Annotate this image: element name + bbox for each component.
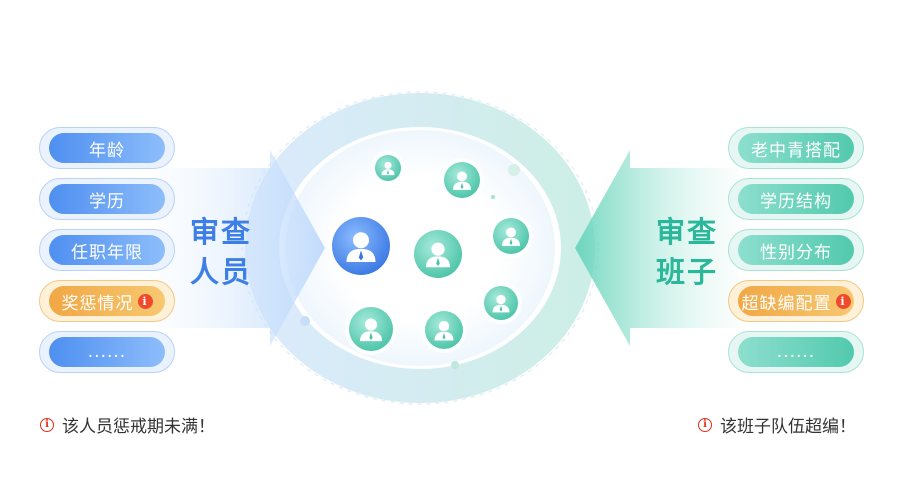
person-avatar-icon xyxy=(480,282,522,324)
person-avatar-icon xyxy=(440,158,484,202)
warning-icon: i xyxy=(138,294,153,309)
review-person-title-line2: 人员 xyxy=(190,252,252,292)
person-notice-text: 该人员惩戒期未满！ xyxy=(62,412,215,437)
person-criteria-item[interactable]: 奖惩情况 i xyxy=(39,280,175,322)
team-criteria-item[interactable]: 学历结构 xyxy=(728,178,864,220)
person-notice: i 该人员惩戒期未满！ xyxy=(40,412,215,437)
criteria-label: 学历 xyxy=(89,187,125,212)
criteria-pill[interactable]: 年龄 xyxy=(49,133,165,163)
criteria-label: 年龄 xyxy=(89,136,125,161)
review-person-title: 审查 人员 xyxy=(190,212,252,292)
criteria-pill[interactable]: ...... xyxy=(49,337,165,367)
person-avatar-icon xyxy=(328,213,394,279)
warning-icon: i xyxy=(40,418,54,432)
criteria-label: ...... xyxy=(777,342,815,362)
team-notice: i 该班子队伍超编！ xyxy=(698,412,856,437)
review-team-title-line1: 审查 xyxy=(656,212,718,252)
criteria-label: 学历结构 xyxy=(760,187,832,212)
team-notice-text: 该班子队伍超编！ xyxy=(720,412,856,437)
criteria-pill[interactable]: 奖惩情况 i xyxy=(49,286,165,316)
criteria-pill[interactable]: ...... xyxy=(738,337,854,367)
person-criteria-item[interactable]: 任职年限 xyxy=(39,229,175,271)
criteria-label: 奖惩情况 xyxy=(62,289,134,314)
team-criteria-item[interactable]: 老中青搭配 xyxy=(728,127,864,169)
criteria-label: 任职年限 xyxy=(71,238,143,263)
person-avatar-icon xyxy=(489,214,533,258)
review-team-title-line2: 班子 xyxy=(656,252,718,292)
criteria-pill[interactable]: 学历 xyxy=(49,184,165,214)
person-criteria-item[interactable]: ...... xyxy=(39,331,175,373)
criteria-pill[interactable]: 老中青搭配 xyxy=(738,133,854,163)
warning-icon: i xyxy=(698,418,712,432)
person-avatar-icon xyxy=(421,307,467,353)
review-person-title-line1: 审查 xyxy=(190,212,252,252)
criteria-pill[interactable]: 性别分布 xyxy=(738,235,854,265)
criteria-label: 性别分布 xyxy=(760,238,832,263)
review-team-title: 审查 班子 xyxy=(656,212,718,292)
criteria-pill[interactable]: 任职年限 xyxy=(49,235,165,265)
criteria-label: 超缺编配置 xyxy=(742,289,832,314)
person-criteria-item[interactable]: 学历 xyxy=(39,178,175,220)
team-criteria-item[interactable]: 超缺编配置 i xyxy=(728,280,864,322)
team-criteria-item[interactable]: ...... xyxy=(728,331,864,373)
person-avatar-icon xyxy=(410,226,466,282)
criteria-pill[interactable]: 超缺编配置 i xyxy=(738,286,854,316)
person-avatar-icon xyxy=(345,303,397,355)
person-criteria-item[interactable]: 年龄 xyxy=(39,127,175,169)
team-criteria-item[interactable]: 性别分布 xyxy=(728,229,864,271)
criteria-pill[interactable]: 学历结构 xyxy=(738,184,854,214)
criteria-label: ...... xyxy=(88,342,126,362)
person-avatar-icon xyxy=(371,151,405,185)
warning-icon: i xyxy=(836,294,851,309)
criteria-label: 老中青搭配 xyxy=(751,136,841,161)
